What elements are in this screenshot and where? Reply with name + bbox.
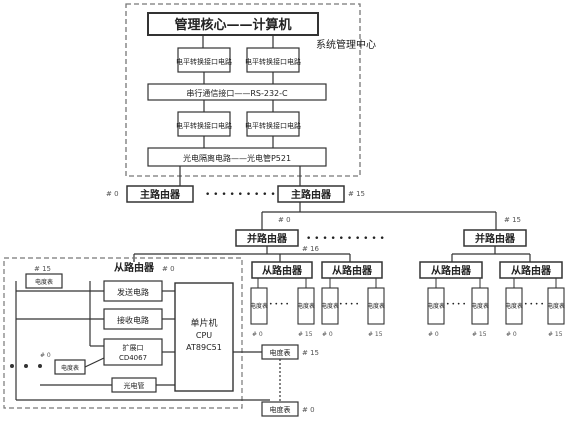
opto-coupler-label: 光电管 (124, 381, 145, 390)
meter-label: 电度表 (505, 302, 523, 310)
meter-box (297, 287, 315, 325)
meter-label: 电度表 (427, 302, 445, 310)
slave-router-label: 从路由器 (511, 264, 552, 277)
level-conversion-label: 电平转换接口电路 (176, 121, 232, 130)
router-number: # 0 (162, 265, 175, 273)
meter-box (505, 287, 523, 325)
slave-router-5 (499, 261, 563, 279)
terminal-dot (10, 364, 14, 368)
level-conversion-label: 电平转换接口电路 (245, 57, 301, 66)
ellipsis-dots: • • • • • • • • • • (205, 190, 284, 200)
mcu-label: 单片机 (190, 317, 217, 329)
meter-box (367, 287, 385, 325)
meter-box (471, 287, 489, 325)
router-number: # 0 (428, 331, 439, 338)
router-number: # 0 (322, 331, 333, 338)
slave-router-detail-title: 从路由器 (114, 261, 155, 274)
meter-box (321, 287, 339, 325)
management-center-frame (125, 3, 361, 177)
slave-router-label: 从路由器 (262, 264, 303, 277)
router-number: # 15 (368, 331, 383, 338)
meter-label: 电度表 (270, 348, 291, 357)
terminal-dot (24, 364, 28, 368)
slave-router-label: 从路由器 (431, 264, 472, 277)
ellipsis-dots: • • • • (524, 301, 544, 308)
ellipsis-dots: • • • • (446, 301, 466, 308)
management-center-side-label: 系统管理中心 (316, 38, 376, 51)
main-router-label: 主路由器 (291, 188, 332, 201)
meter-group: 电度表 电度表 电度表 电度表 电度表 电度表 电度表 电度表 (250, 278, 565, 325)
router-number: # 15 (34, 265, 51, 273)
meter-box (250, 287, 268, 325)
meter-label: 电度表 (270, 405, 291, 414)
router-number: # 15 (504, 216, 521, 224)
level-conversion-box-2 (246, 47, 300, 73)
meter-box (547, 287, 565, 325)
send-circuit-label: 发送电路 (117, 287, 149, 297)
serial-interface-label: 串行通信接口——RS-232-C (186, 88, 288, 98)
router-number: # 15 (302, 349, 319, 357)
router-number: # 16 (302, 245, 320, 253)
meter-label: 电度表 (297, 302, 315, 310)
main-router-label: 主路由器 (140, 188, 181, 201)
router-number: # 0 (302, 406, 315, 414)
parallel-router-label: 并路由器 (475, 232, 516, 245)
level-conversion-label: 电平转换接口电路 (176, 57, 232, 66)
counter-label: 电度表 (35, 278, 53, 286)
main-router-15 (277, 185, 345, 203)
meter-box-0 (261, 401, 299, 417)
expansion-port-label: 扩展口 (123, 343, 144, 352)
router-number: # 15 (348, 190, 365, 198)
cpu-label: CPU (196, 331, 212, 340)
meter-label: 电度表 (471, 302, 489, 310)
serial-interface-box (147, 83, 327, 101)
slave-router-3 (321, 261, 383, 279)
counter-box (25, 273, 63, 289)
router-number: # 0 (252, 331, 263, 338)
meter-label: 电度表 (547, 302, 565, 310)
main-router-0 (126, 185, 194, 203)
slave-router-4 (419, 261, 483, 279)
meter-label: 电度表 (61, 364, 79, 372)
router-number: # 15 (298, 331, 313, 338)
router-number: # 15 (472, 331, 487, 338)
side-char: 系统管理中心 (316, 38, 376, 51)
connector-line (84, 357, 105, 368)
mcu-box (174, 282, 234, 392)
receive-circuit-label: 接收电路 (117, 315, 149, 325)
ellipsis-dots: • • • • • • • • • • (306, 234, 385, 244)
router-number: # 0 (278, 216, 291, 224)
parallel-router-label: 并路由器 (247, 232, 288, 245)
router-number: # 0 (40, 352, 51, 359)
meter-label: 电度表 (321, 302, 339, 310)
terminal-dot (38, 364, 42, 368)
router-number: # 0 (106, 190, 119, 198)
expansion-port-box (103, 338, 163, 366)
management-core-label: 管理核心——计算机 (174, 17, 291, 33)
slave-router-detail-frame (3, 257, 243, 409)
opto-isolation-label: 光电隔离电路——光电管P521 (183, 153, 291, 163)
management-core-box (147, 12, 319, 36)
meter-label: 电度表 (250, 302, 268, 310)
ellipsis-dots: • • • • (339, 301, 359, 308)
opto-isolation-box (147, 147, 327, 167)
router-number: # 15 (548, 331, 563, 338)
meter-box (427, 287, 445, 325)
slave-router-2 (251, 261, 313, 279)
level-conversion-box-3 (177, 111, 231, 137)
level-conversion-label: 电平转换接口电路 (245, 121, 301, 130)
cpu-model-label: AT89C51 (186, 343, 222, 352)
meter-label: 电度表 (367, 302, 385, 310)
router-number: # 0 (506, 331, 517, 338)
expansion-port-model: CD4067 (119, 354, 147, 362)
ellipsis-dots: • • • • (269, 301, 289, 308)
slave-router-label: 从路由器 (332, 264, 373, 277)
